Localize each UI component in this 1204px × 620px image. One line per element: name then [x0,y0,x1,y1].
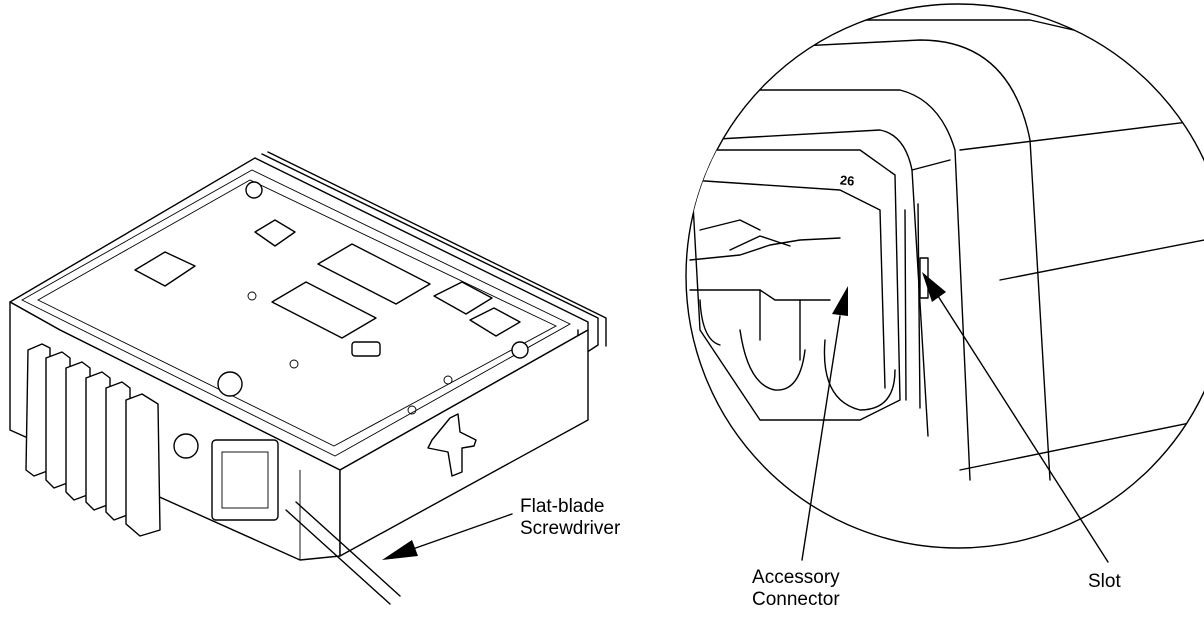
accessory-leader [801,315,841,561]
screwdriver-shaft [295,501,401,597]
chip-long-2 [271,281,377,339]
connector-number: 26 [839,172,855,188]
screwdriver-label-line2: Screwdriver [520,518,621,539]
accessory-label-line2: Connector [752,589,840,610]
front-connector [211,439,279,521]
header-2 [469,307,521,337]
chip-square [134,251,196,287]
header-1 [433,281,493,315]
slot-arrowhead [922,272,946,302]
slot-label: Slot [1088,571,1121,592]
screwdriver-leader [409,513,513,551]
accessory-connector-label: Accessory Connector [752,567,840,611]
accessory-connector-body [689,149,901,421]
knob-top [217,371,243,397]
cross-mount [427,413,477,477]
accessory-arrowhead [832,286,848,316]
accessory-label-line1: Accessory [752,567,840,588]
detail-circle: 26 [685,3,1204,549]
small-component [351,341,381,357]
radio-chassis [9,151,607,561]
screwdriver-label-line1: Flat-blade [520,496,605,517]
chip-long-1 [317,243,431,305]
screwdriver-label: Flat-blade Screwdriver [520,496,620,540]
front-fins [25,343,161,537]
slot-leader [937,295,1109,563]
chip-diamond [254,219,296,247]
screwdriver-arrowhead [382,540,418,560]
